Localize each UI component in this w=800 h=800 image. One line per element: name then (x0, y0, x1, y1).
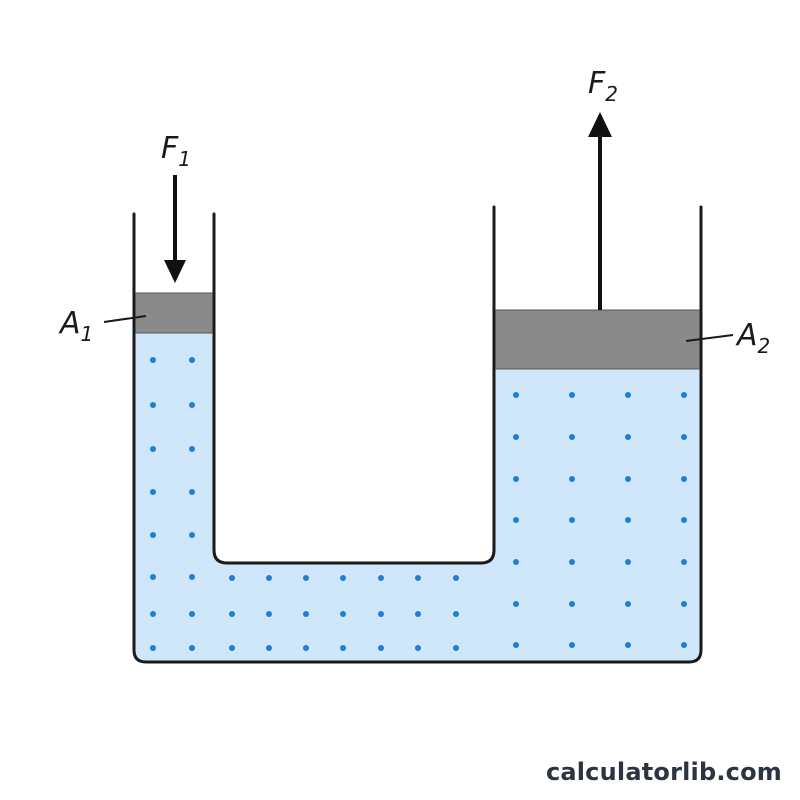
fluid-dot (150, 574, 156, 580)
fluid-dot (189, 532, 195, 538)
fluid-dot (569, 434, 575, 440)
fluid-dot (189, 611, 195, 617)
fluid-dots (150, 357, 687, 651)
fluid-dot (303, 645, 309, 651)
area-2-label: A2 (735, 318, 770, 358)
fluid-dot (681, 559, 687, 565)
fluid-dot (569, 559, 575, 565)
fluid-dot (681, 434, 687, 440)
area-1-leader-line (103, 315, 147, 323)
small-piston (135, 292, 213, 334)
fluid-dot (150, 357, 156, 363)
force-1-arrow (164, 175, 186, 283)
fluid-dot (625, 517, 631, 523)
fluid-dot (229, 645, 235, 651)
fluid-dot (513, 601, 519, 607)
fluid-dot (625, 392, 631, 398)
force-1-label: F1 (161, 131, 191, 171)
area-2-leader-line (685, 334, 734, 342)
fluid-dot (340, 575, 346, 581)
fluid-dot (340, 645, 346, 651)
fluid-dot (625, 559, 631, 565)
fluid-dot (513, 476, 519, 482)
fluid-dot (229, 611, 235, 617)
force-2-label: F2 (588, 66, 618, 106)
fluid-dot (415, 611, 421, 617)
fluid-dot (453, 575, 459, 581)
fluid-dot (681, 601, 687, 607)
fluid-dot (189, 402, 195, 408)
fluid-dot (453, 645, 459, 651)
fluid-dot (453, 611, 459, 617)
fluid-dot (303, 611, 309, 617)
fluid-dot (625, 434, 631, 440)
fluid-dot (415, 575, 421, 581)
u-tube-container (132, 205, 703, 664)
force-2-arrow (588, 112, 612, 310)
fluid-dot (189, 489, 195, 495)
fluid-dot (150, 402, 156, 408)
area-1-label: A1 (58, 306, 93, 346)
fluid-dot (513, 517, 519, 523)
fluid-dot (189, 574, 195, 580)
fluid-dot (513, 392, 519, 398)
fluid-dot (569, 476, 575, 482)
fluid-dot (266, 645, 272, 651)
fluid-dot (378, 645, 384, 651)
fluid-dot (189, 357, 195, 363)
fluid-dot (569, 601, 575, 607)
large-piston (495, 309, 700, 370)
fluid-dot (378, 611, 384, 617)
fluid-dot (266, 575, 272, 581)
fluid-dot (513, 559, 519, 565)
fluid-dot (513, 434, 519, 440)
fluid-dot (150, 645, 156, 651)
fluid-dot (513, 642, 519, 648)
fluid-dot (303, 575, 309, 581)
fluid-dot (569, 642, 575, 648)
fluid-dot (625, 476, 631, 482)
fluid-dot (415, 645, 421, 651)
fluid-dot (681, 392, 687, 398)
fluid-dot (340, 611, 346, 617)
fluid-dot (150, 489, 156, 495)
fluid-dot (625, 642, 631, 648)
fluid-dot (189, 645, 195, 651)
fluid-dot (189, 446, 195, 452)
fluid-dot (266, 611, 272, 617)
fluid-dot (150, 611, 156, 617)
fluid-dot (569, 517, 575, 523)
fluid-dot (569, 392, 575, 398)
fluid-dot (150, 446, 156, 452)
fluid-dot (150, 532, 156, 538)
fluid-dot (681, 642, 687, 648)
fluid-dot (681, 517, 687, 523)
watermark: calculatorlib.com (545, 758, 782, 786)
fluid-dot (378, 575, 384, 581)
fluid-dot (625, 601, 631, 607)
hydraulic-fluid (134, 333, 701, 662)
fluid-dot (229, 575, 235, 581)
fluid-dot (681, 476, 687, 482)
